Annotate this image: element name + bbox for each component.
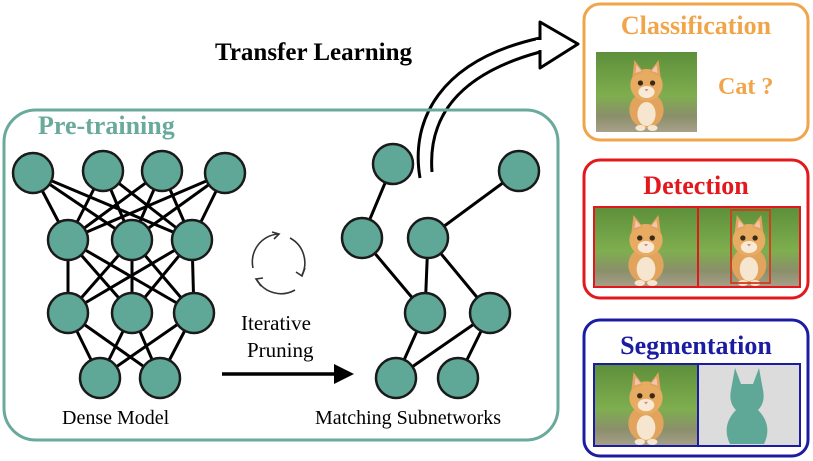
dense-node [78,356,122,400]
cat-photo [596,52,697,132]
subnetwork-node [406,216,450,260]
dense-node [110,218,154,262]
detection-bounding-box [730,209,771,284]
segmentation-mask [726,368,768,444]
dense-model-edges [31,169,227,380]
pruning-arrow [222,364,354,384]
dense-model-label: Dense Model [62,407,170,429]
dense-node [138,356,182,400]
subnetwork-node [340,216,384,260]
dense-node [172,291,216,335]
title-transfer-learning: Transfer Learning [215,39,412,66]
pruning-label-line1: Iterative [241,311,311,335]
dense-model-nodes [11,149,247,400]
segmentation-title: Segmentation [620,331,772,360]
transfer-arrow [416,20,580,179]
classification-panel: Classification Cat ? [582,2,810,142]
subnetwork-node [403,291,447,335]
subnetwork-edges [360,162,521,380]
dense-node [170,218,214,262]
pretraining-panel [2,108,560,442]
cat-photo-detected [698,207,800,287]
segmentation-panel: Segmentation [582,318,810,458]
dense-node [11,151,55,195]
dense-node [203,151,247,195]
detection-title: Detection [643,171,749,200]
subnetwork-nodes [340,142,541,400]
dense-node [81,149,125,193]
classification-answer: Cat ? [718,74,773,100]
subnetwork-node [497,149,541,193]
detection-panel: Detection [582,158,810,300]
dense-node [140,149,184,193]
cat-photo [594,364,698,446]
subnetwork-node [436,356,480,400]
subnetwork-node [374,356,418,400]
subnetwork-node [468,291,512,335]
cat-photo [594,207,698,287]
dense-node [46,291,90,335]
cycle-arrows-icon [251,231,306,295]
subnetwork-node [371,142,415,186]
subnetworks-label: Matching Subnetworks [315,407,501,429]
classification-title: Classification [621,11,772,40]
pretraining-label: Pre-training [38,111,175,140]
pruning-label-line2: Pruning [247,338,314,362]
dense-node [110,291,154,335]
dense-node [46,218,90,262]
